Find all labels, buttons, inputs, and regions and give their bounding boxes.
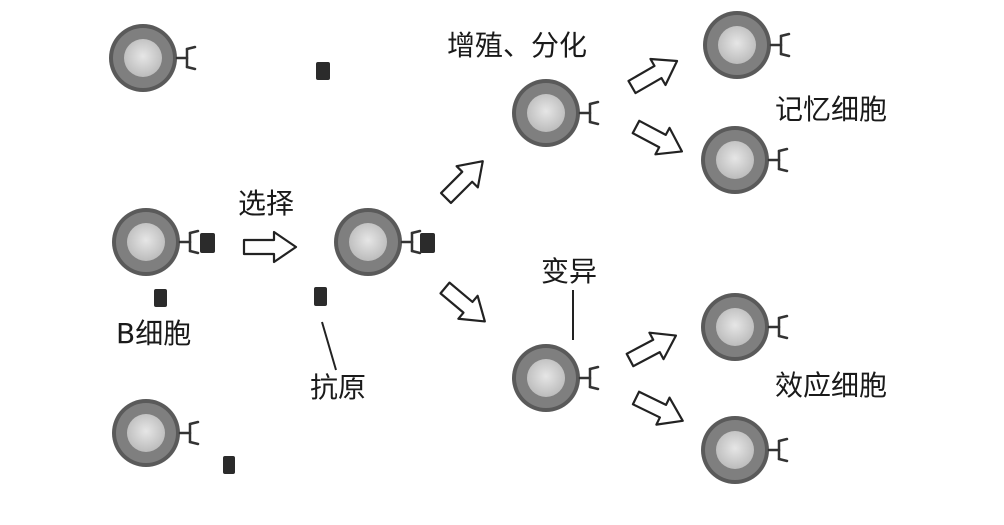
b-cell-bottom: [112, 399, 200, 467]
arrow-to-memory-upper: [623, 46, 686, 102]
label-antigen: 抗原: [310, 371, 367, 404]
proliferating-cell: [512, 79, 600, 147]
b-cell-top: [109, 24, 197, 92]
label-b-cell: B细胞: [116, 317, 192, 350]
selected-b-cell: [334, 208, 435, 276]
arrow-to-effector-lower: [628, 383, 691, 436]
antigen-particle: [314, 287, 327, 306]
arrow-to-mutation: [434, 275, 496, 335]
memory-cell-top: [703, 11, 791, 79]
label-effector-cells: 效应细胞: [775, 369, 888, 402]
arrow-to-proliferation: [434, 149, 495, 210]
b-cell-middle: [112, 208, 215, 276]
label-select: 选择: [238, 187, 295, 220]
antigen-pointer-line: [321, 321, 337, 371]
antigen-particle: [154, 289, 167, 307]
effector-cell-bottom: [701, 416, 789, 484]
arrow-to-effector-upper: [621, 321, 685, 375]
arrow-to-memory-lower: [627, 112, 691, 166]
select-arrow: [242, 230, 298, 264]
memory-cell-bottom: [701, 126, 789, 194]
antigen-particle: [316, 62, 330, 80]
effector-cell-top: [701, 293, 789, 361]
label-mutation: 变异: [541, 255, 598, 288]
label-proliferation: 增殖、分化: [447, 29, 588, 62]
antigen-particle: [223, 456, 235, 474]
label-memory-cells: 记忆细胞: [775, 93, 888, 126]
mutated-cell: [512, 344, 600, 412]
